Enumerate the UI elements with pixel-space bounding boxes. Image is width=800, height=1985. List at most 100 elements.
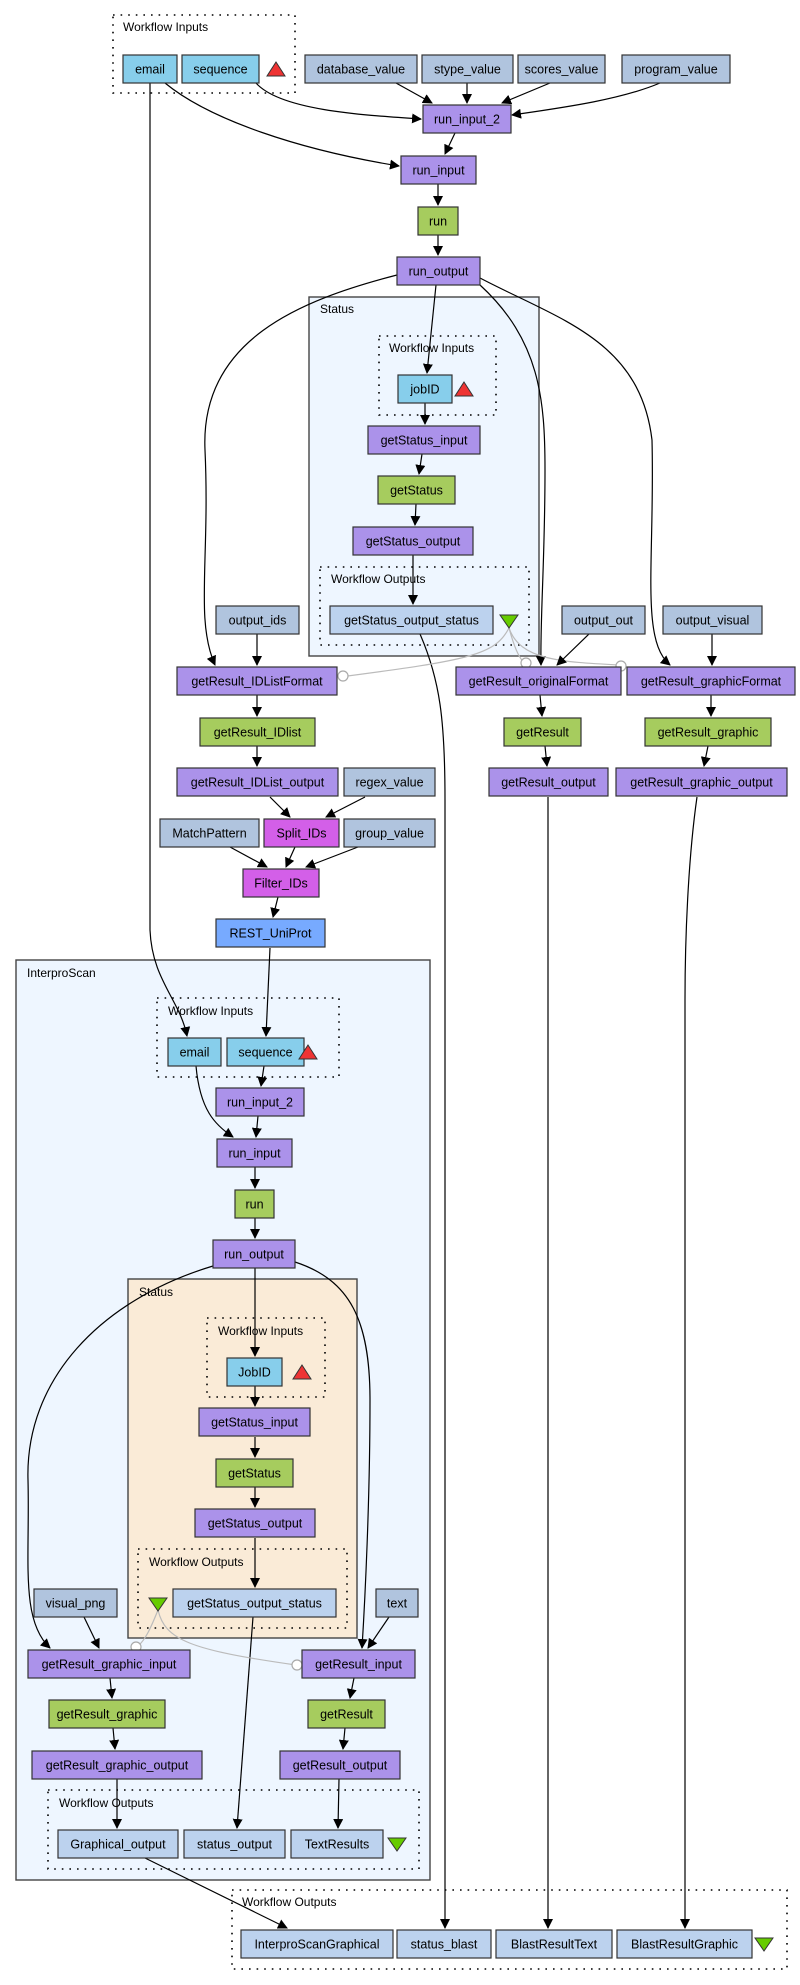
- node-rest-uniprot[interactable]: REST_UniProt: [215, 918, 326, 948]
- node-box[interactable]: [397, 374, 453, 404]
- node-box[interactable]: [172, 1588, 337, 1618]
- node-box[interactable]: [417, 206, 459, 236]
- node-output-out[interactable]: output_out: [561, 605, 646, 635]
- node-ips-run-input-2[interactable]: run_input_2: [215, 1087, 305, 1117]
- node-box[interactable]: [662, 605, 763, 635]
- node-box[interactable]: [626, 666, 796, 696]
- node-ips-getstatus-output-status[interactable]: getStatus_output_status: [172, 1588, 337, 1618]
- node-box[interactable]: [242, 868, 320, 898]
- node-st-getstatus-input[interactable]: getStatus_input: [367, 425, 481, 455]
- node-box[interactable]: [176, 666, 338, 696]
- node-blastresulttext[interactable]: BlastResultText: [495, 1929, 613, 1959]
- node-box[interactable]: [216, 1138, 293, 1168]
- node-box[interactable]: [495, 1929, 613, 1959]
- node-box[interactable]: [615, 767, 788, 797]
- node-ips-run-output[interactable]: run_output: [212, 1239, 296, 1269]
- node-run-input[interactable]: run_input: [400, 155, 477, 185]
- node-ips-graphical-output[interactable]: Graphical_output: [57, 1829, 179, 1859]
- node-matchpattern[interactable]: MatchPattern: [159, 818, 260, 848]
- node-group-value[interactable]: group_value: [343, 818, 436, 848]
- node-output-visual[interactable]: output_visual: [662, 605, 763, 635]
- node-box[interactable]: [159, 818, 260, 848]
- node-ips-getstatus-output[interactable]: getStatus_output: [194, 1508, 316, 1538]
- node-run-output[interactable]: run_output: [396, 256, 481, 286]
- node-box[interactable]: [183, 1829, 286, 1859]
- node-box[interactable]: [181, 54, 260, 84]
- node-box[interactable]: [352, 526, 474, 556]
- node-box[interactable]: [343, 767, 436, 797]
- node-sequence[interactable]: sequence: [181, 54, 260, 84]
- node-getresult-idlistformat[interactable]: getResult_IDListFormat: [176, 666, 338, 696]
- node-box[interactable]: [215, 1458, 294, 1488]
- node-blastresultgraphic[interactable]: BlastResultGraphic: [616, 1929, 753, 1959]
- node-box[interactable]: [226, 1037, 305, 1067]
- node-box[interactable]: [215, 918, 326, 948]
- node-box[interactable]: [290, 1829, 384, 1859]
- node-email[interactable]: email: [122, 54, 178, 84]
- node-box[interactable]: [194, 1508, 316, 1538]
- node-box[interactable]: [263, 818, 340, 848]
- node-run[interactable]: run: [417, 206, 459, 236]
- node-box[interactable]: [48, 1699, 166, 1729]
- node-box[interactable]: [377, 475, 456, 505]
- node-interproscangraphical[interactable]: InterproScanGraphical: [240, 1929, 394, 1959]
- node-output-ids[interactable]: output_ids: [215, 605, 300, 635]
- node-box[interactable]: [375, 1588, 419, 1618]
- node-box[interactable]: [488, 767, 609, 797]
- node-ips-getresult-input[interactable]: getResult_input: [301, 1649, 416, 1679]
- node-filter-ids[interactable]: Filter_IDs: [242, 868, 320, 898]
- node-box[interactable]: [367, 425, 481, 455]
- node-st-getstatus-output[interactable]: getStatus_output: [352, 526, 474, 556]
- node-box[interactable]: [301, 1649, 416, 1679]
- node-split-ids[interactable]: Split_IDs: [263, 818, 340, 848]
- node-ips-getresult-graphic[interactable]: getResult_graphic: [48, 1699, 166, 1729]
- node-getresult-graphicformat[interactable]: getResult_graphicFormat: [626, 666, 796, 696]
- node-box[interactable]: [616, 1929, 753, 1959]
- node-getresult-idlist-output[interactable]: getResult_IDList_output: [176, 767, 339, 797]
- node-database-value[interactable]: database_value: [304, 54, 418, 84]
- node-box[interactable]: [215, 1087, 305, 1117]
- node-box[interactable]: [396, 1929, 492, 1959]
- node-ips-run-input[interactable]: run_input: [216, 1138, 293, 1168]
- node-getresult-output[interactable]: getResult_output: [488, 767, 609, 797]
- node-box[interactable]: [621, 54, 731, 84]
- node-ips-jobid[interactable]: JobID: [226, 1357, 283, 1387]
- node-getresult-idlist[interactable]: getResult_IDlist: [199, 717, 316, 747]
- node-box[interactable]: [307, 1699, 386, 1729]
- node-box[interactable]: [422, 104, 512, 134]
- node-box[interactable]: [455, 666, 622, 696]
- node-box[interactable]: [343, 818, 436, 848]
- node-box[interactable]: [329, 605, 494, 635]
- node-box[interactable]: [212, 1239, 296, 1269]
- node-box[interactable]: [279, 1750, 401, 1780]
- node-box[interactable]: [199, 717, 316, 747]
- node-box[interactable]: [644, 717, 772, 747]
- node-box[interactable]: [226, 1357, 283, 1387]
- node-ips-run[interactable]: run: [234, 1189, 275, 1219]
- node-ips-textresults[interactable]: TextResults: [290, 1829, 384, 1859]
- node-ips-getresult-graphic-output[interactable]: getResult_graphic_output: [31, 1750, 203, 1780]
- node-box[interactable]: [517, 54, 606, 84]
- node-box[interactable]: [198, 1407, 311, 1437]
- node-st-getstatus[interactable]: getStatus: [377, 475, 456, 505]
- node-ips-getstatus-input[interactable]: getStatus_input: [198, 1407, 311, 1437]
- node-getresult[interactable]: getResult: [503, 717, 582, 747]
- node-getresult-graphic[interactable]: getResult_graphic: [644, 717, 772, 747]
- node-text[interactable]: text: [375, 1588, 419, 1618]
- node-box[interactable]: [561, 605, 646, 635]
- node-status-blast[interactable]: status_blast: [396, 1929, 492, 1959]
- node-stype-value[interactable]: stype_value: [421, 54, 514, 84]
- node-box[interactable]: [503, 717, 582, 747]
- node-box[interactable]: [215, 605, 300, 635]
- node-box[interactable]: [31, 1750, 203, 1780]
- node-run-input-2[interactable]: run_input_2: [422, 104, 512, 134]
- node-ips-getstatus[interactable]: getStatus: [215, 1458, 294, 1488]
- node-ips-status-output[interactable]: status_output: [183, 1829, 286, 1859]
- node-box[interactable]: [176, 767, 339, 797]
- node-visual-png[interactable]: visual_png: [33, 1588, 118, 1618]
- node-box[interactable]: [57, 1829, 179, 1859]
- node-box[interactable]: [33, 1588, 118, 1618]
- node-box[interactable]: [304, 54, 418, 84]
- node-getresult-originalformat[interactable]: getResult_originalFormat: [455, 666, 622, 696]
- node-box[interactable]: [421, 54, 514, 84]
